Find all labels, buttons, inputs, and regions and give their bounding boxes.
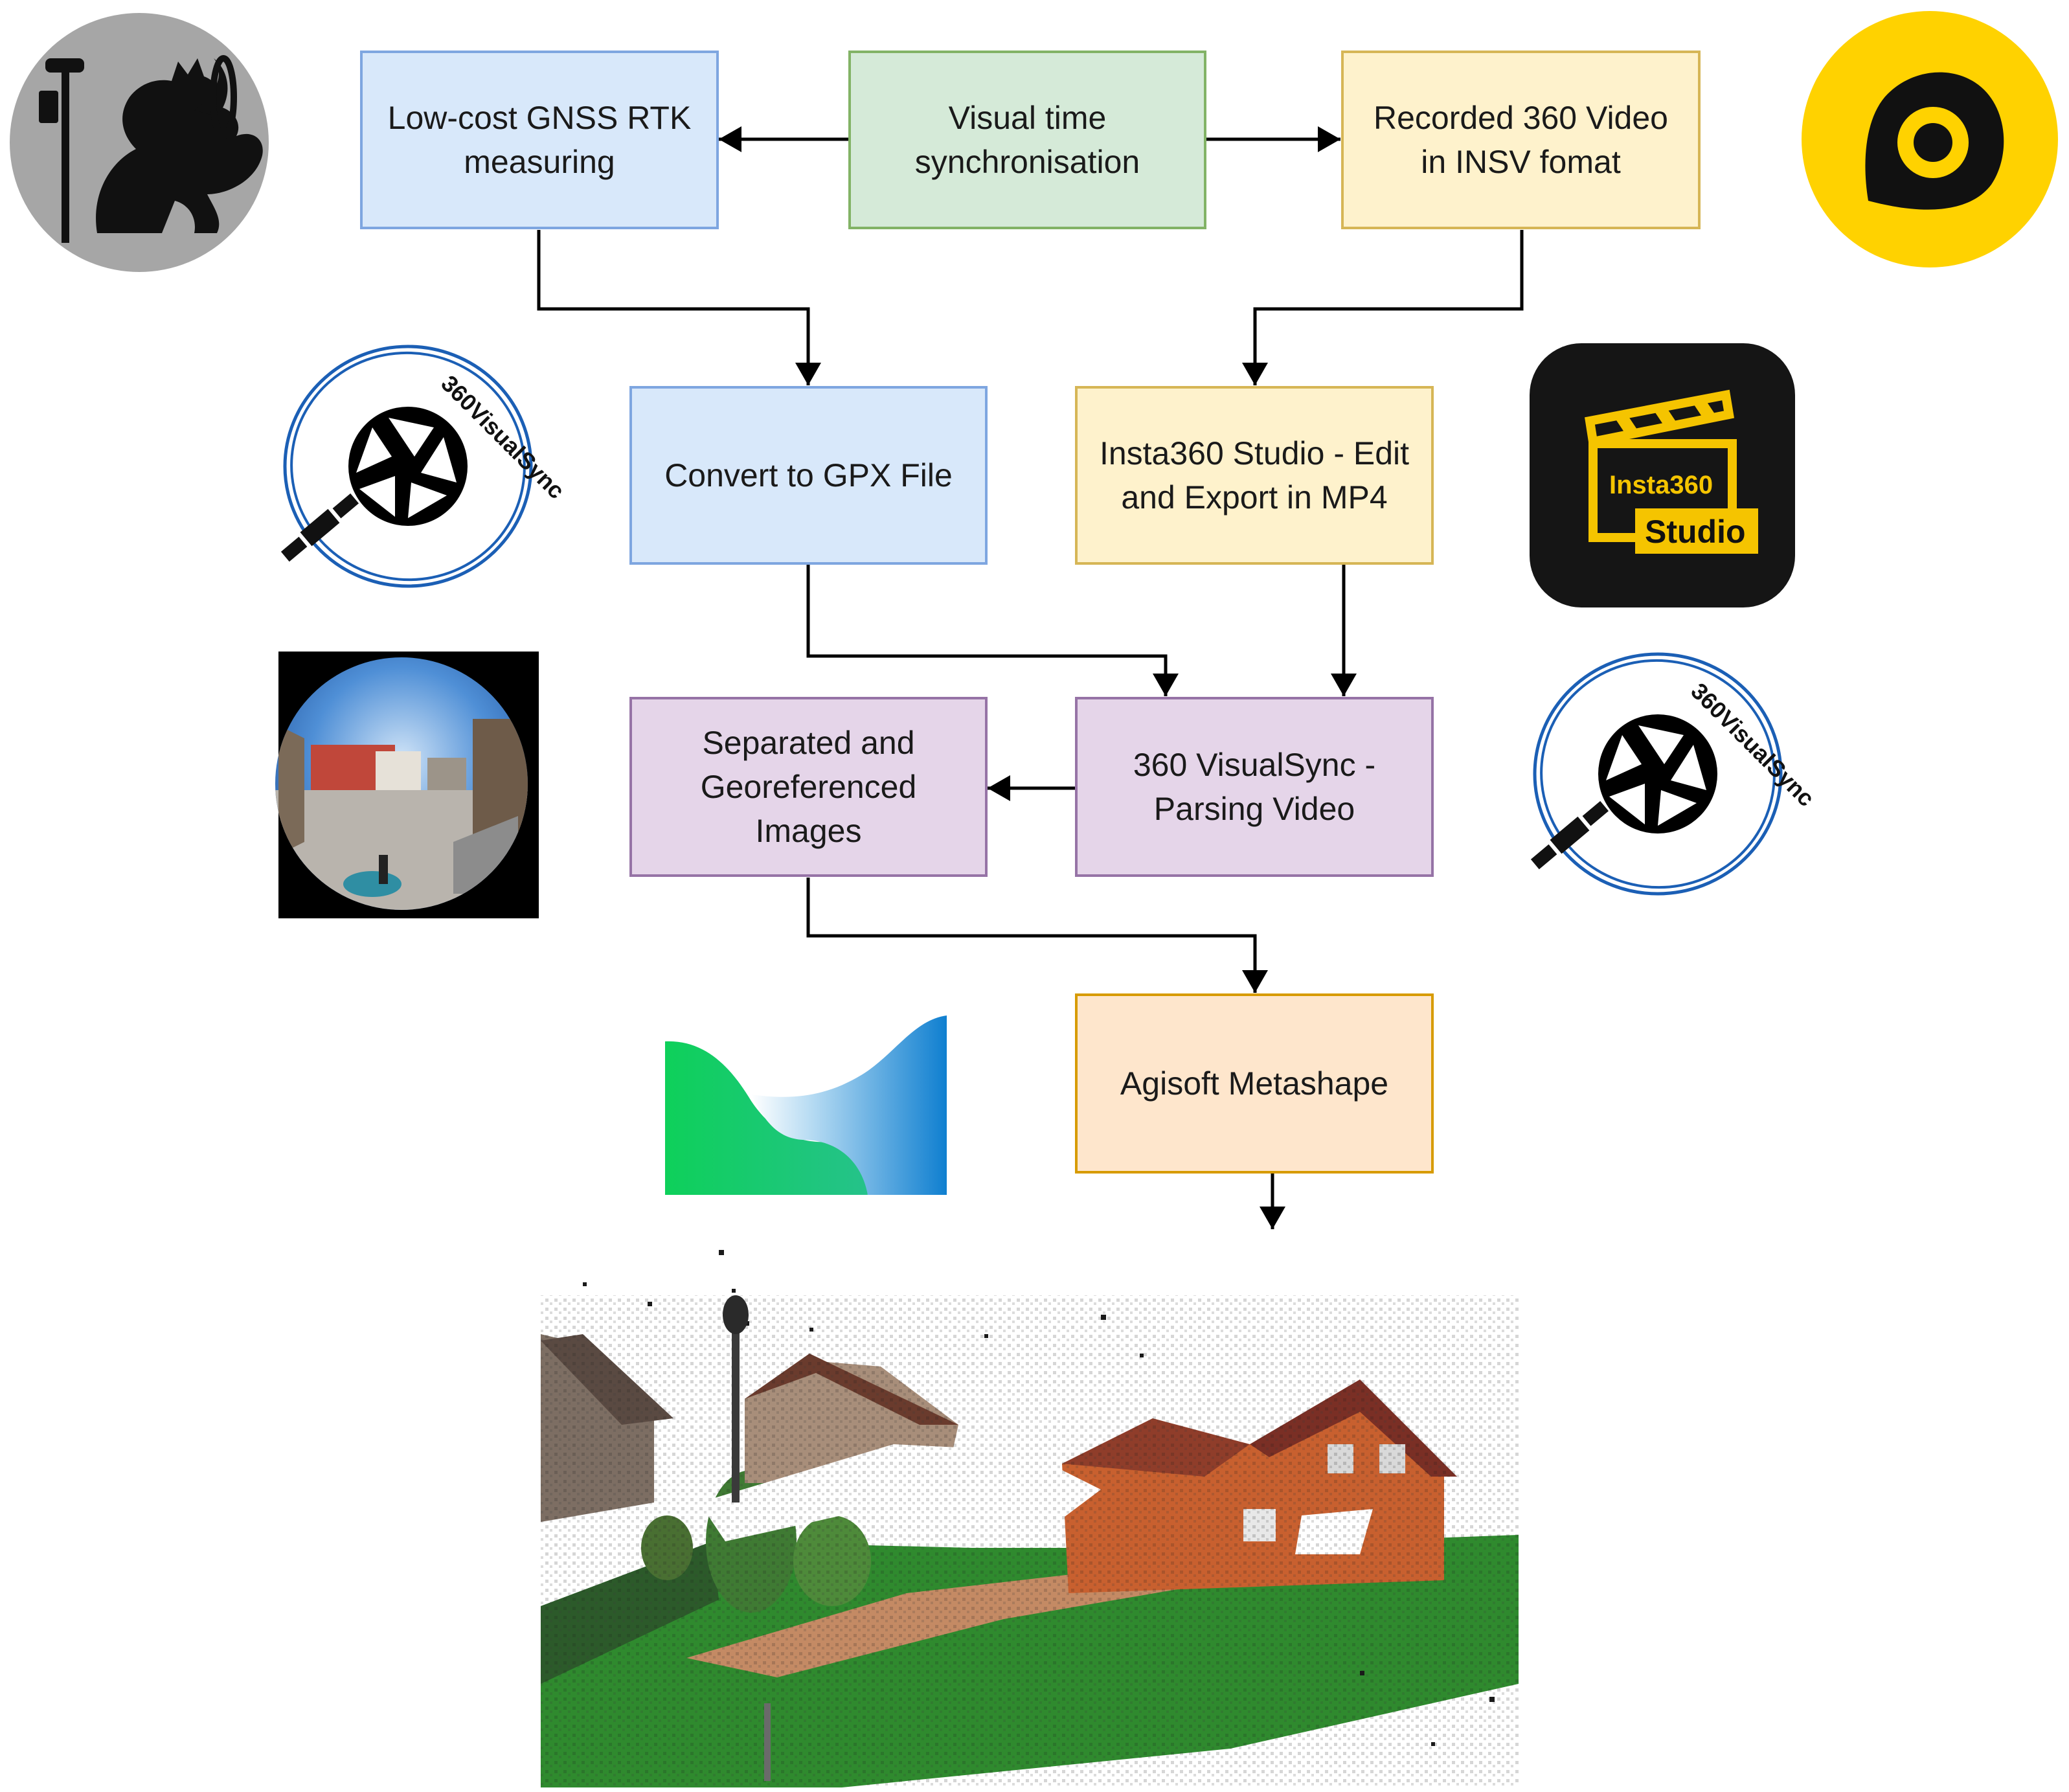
- node-recorded-video: Recorded 360 Video in INSV fomat: [1341, 51, 1701, 229]
- node-insta360-studio: Insta360 Studio - Edit and Export in MP4: [1075, 386, 1434, 565]
- node-sync-label: Visual time synchronisation: [914, 100, 1140, 180]
- node-agisoft-metashape: Agisoft Metashape: [1075, 993, 1434, 1174]
- arrow-parsing-to-separated: [988, 775, 1075, 801]
- arrow-sync-to-video: [1206, 126, 1340, 152]
- arrow-gpx-to-parsing: [806, 565, 1179, 696]
- arrow-video-to-studio: [1242, 230, 1524, 385]
- node-separated-label: Separated and Georeferenced Images: [700, 725, 917, 849]
- node-separated-images: Separated and Georeferenced Images: [629, 697, 988, 877]
- node-gnss-measuring: Low-cost GNSS RTK measuring: [360, 51, 719, 229]
- arrow-studio-to-parsing: [1331, 565, 1357, 696]
- node-visual-time-sync: Visual time synchronisation: [848, 51, 1206, 229]
- node-video-label: Recorded 360 Video in INSV fomat: [1374, 100, 1668, 180]
- node-parsing-label: 360 VisualSync - Parsing Video: [1133, 747, 1376, 827]
- node-parsing-video: 360 VisualSync - Parsing Video: [1075, 697, 1434, 877]
- node-gnss-label: Low-cost GNSS RTK measuring: [387, 100, 692, 180]
- arrow-gnss-to-gpx: [537, 230, 821, 385]
- node-gpx-label: Convert to GPX File: [664, 457, 953, 493]
- arrow-sync-to-gnss: [719, 126, 848, 152]
- arrow-metashape-to-output: [1260, 1174, 1285, 1229]
- arrow-separated-to-metashape: [806, 878, 1268, 993]
- node-convert-gpx: Convert to GPX File: [629, 386, 988, 565]
- node-studio-label: Insta360 Studio - Edit and Export in MP4: [1099, 435, 1410, 516]
- node-metashape-label: Agisoft Metashape: [1120, 1065, 1389, 1102]
